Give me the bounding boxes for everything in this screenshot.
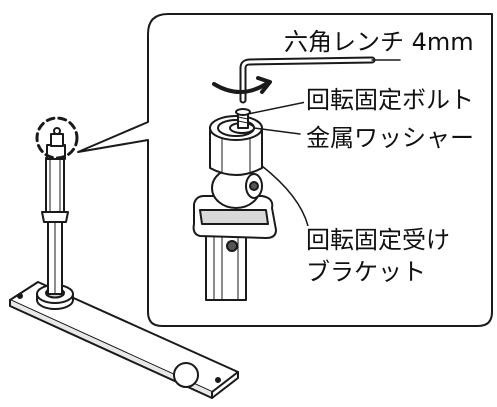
stand-head-small <box>46 127 66 160</box>
leader-line-bolt <box>247 101 307 115</box>
highlight-circle <box>35 116 79 160</box>
label-hex-wrench: 六角レンチ 4mm <box>282 28 476 56</box>
leader-line-bracket <box>261 165 309 227</box>
label-rotation-lock-bracket-line2: ブラケット <box>304 258 428 286</box>
label-metal-washer: 金属ワッシャー <box>304 124 476 152</box>
rotation-lock-bolt <box>235 108 251 129</box>
rotation-arrow-icon <box>212 76 272 94</box>
leader-line-washer <box>253 127 301 135</box>
hex-wrench-icon <box>239 56 376 104</box>
label-rotation-lock-bracket: 回転固定受け <box>304 226 452 254</box>
stand-base-plate <box>9 281 239 399</box>
label-rotation-lock-bolt: 回転固定ボルト <box>304 86 476 114</box>
stand-pole <box>41 157 69 295</box>
